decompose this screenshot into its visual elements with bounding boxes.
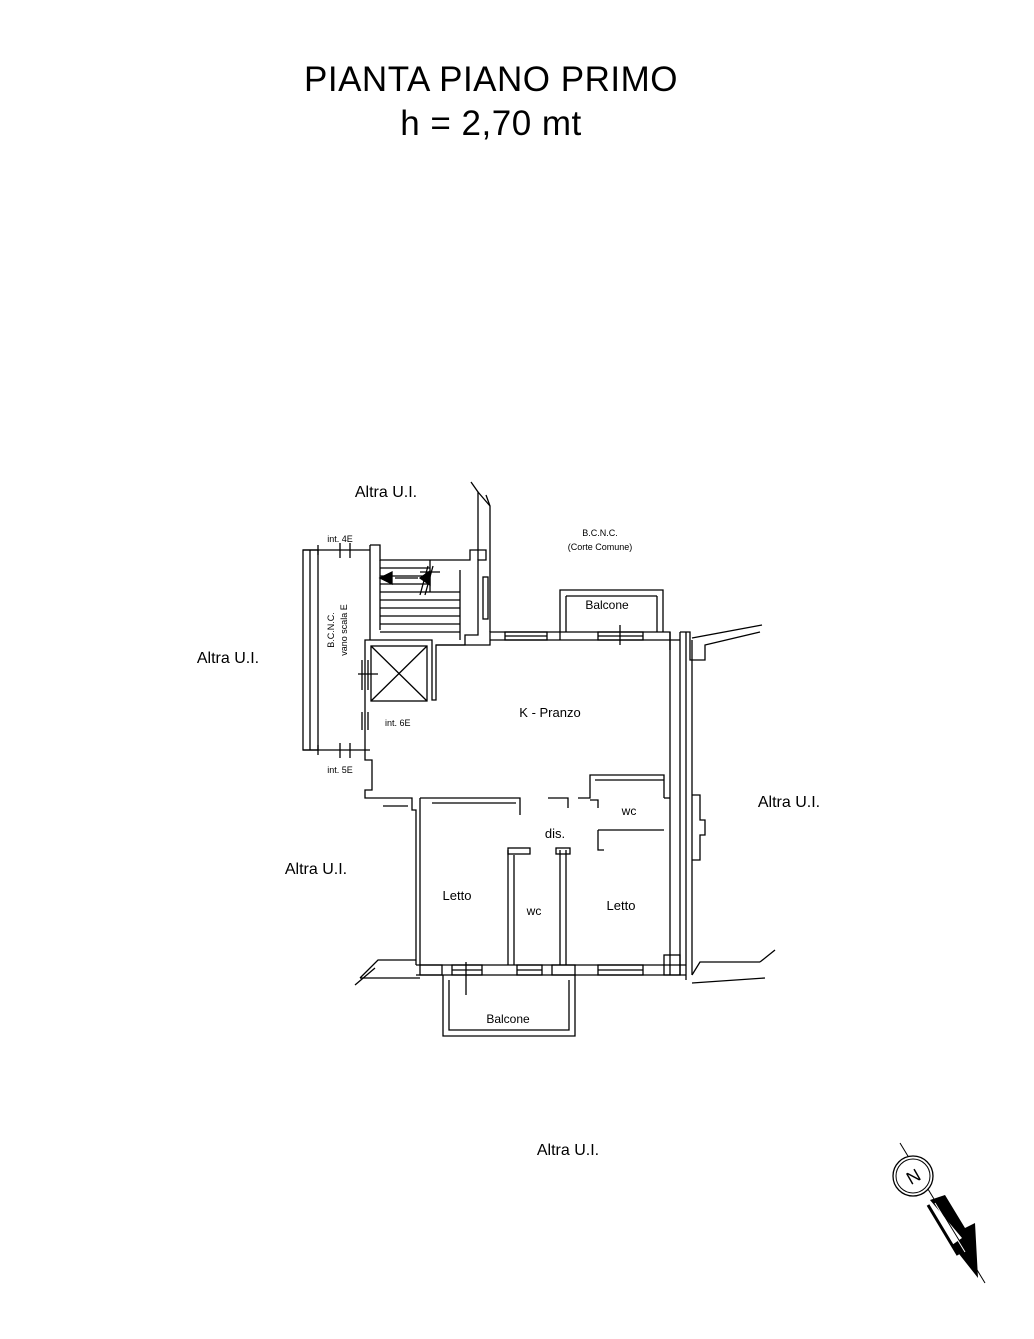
north-arrow-icon: N [892, 1142, 986, 1284]
label-altra-right: Altra U.I. [758, 794, 820, 811]
label-altra-top: Altra U.I. [355, 484, 417, 501]
label-balcone-bottom: Balcone [486, 1012, 530, 1026]
label-stair-bcnc: B.C.N.C. [326, 612, 336, 648]
label-int-5e: int. 5E [327, 765, 353, 775]
label-letto-left: Letto [443, 888, 472, 903]
label-altra-left: Altra U.I. [197, 650, 259, 667]
room-labels: Altra U.I. Altra U.I. Altra U.I. Altra U… [197, 484, 820, 1159]
plan-title-line1: PIANTA PIANO PRIMO [304, 60, 678, 99]
party-wall-top [470, 481, 491, 632]
label-altra-bottom: Altra U.I. [537, 1142, 599, 1159]
label-letto-right: Letto [607, 898, 636, 913]
label-bcnc: B.C.N.C. [582, 528, 618, 538]
apartment-walls [354, 589, 776, 1037]
plan-title-line2: h = 2,70 mt [400, 104, 582, 143]
label-altra-left-lower: Altra U.I. [285, 861, 347, 878]
stair-block [302, 543, 487, 799]
label-k-pranzo: K - Pranzo [519, 705, 580, 720]
label-dis: dis. [545, 826, 565, 841]
label-wc-lower: wc [526, 904, 542, 918]
label-stair-vano: vano scala E [339, 604, 349, 656]
label-wc-upper: wc [621, 804, 637, 818]
label-int-4e: int. 4E [327, 534, 353, 544]
label-int-6e: int. 6E [385, 718, 411, 728]
label-corte-comune: (Corte Comune) [568, 542, 633, 552]
label-balcone-top: Balcone [585, 598, 629, 612]
plan-title: PIANTA PIANO PRIMO h = 2,70 mt [0, 58, 982, 146]
